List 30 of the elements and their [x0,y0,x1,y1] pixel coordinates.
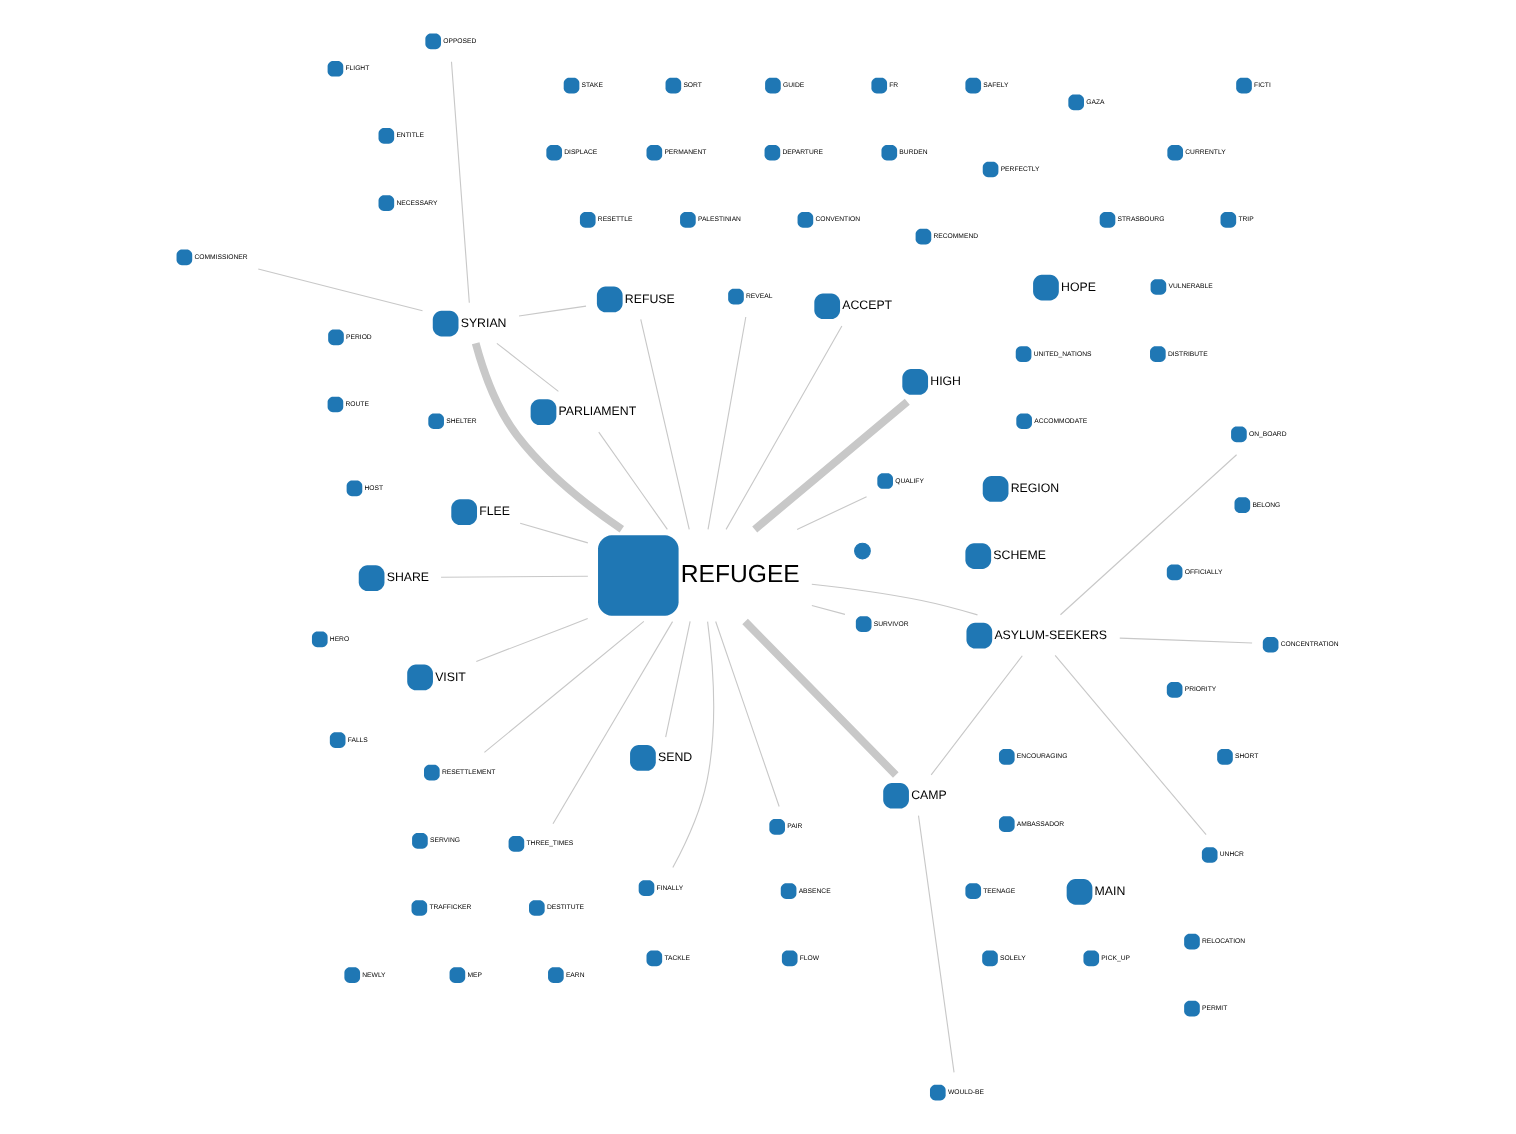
connector [672,621,715,869]
connector [518,305,587,317]
connector [796,496,868,531]
connector [1119,637,1253,644]
connector [811,583,979,616]
connector [1054,654,1207,836]
connector [640,318,690,531]
connector [715,621,780,808]
connector [552,621,674,825]
connector [811,604,846,615]
node-box [598,535,679,616]
connector [496,342,559,392]
connector [742,618,899,778]
connector [519,522,589,544]
connector [752,398,910,533]
connector [598,431,668,530]
connector [917,815,955,1073]
connector [257,268,424,312]
connector [475,618,589,662]
connector [471,342,625,533]
connector [483,620,645,753]
connector [450,61,470,304]
connector [440,575,589,578]
node-label: REFUGEE [680,559,800,588]
node-circle [854,542,871,560]
connector [725,325,843,530]
connector [665,620,691,738]
connector [930,655,1023,776]
connector [1059,454,1238,616]
connector [707,316,747,530]
